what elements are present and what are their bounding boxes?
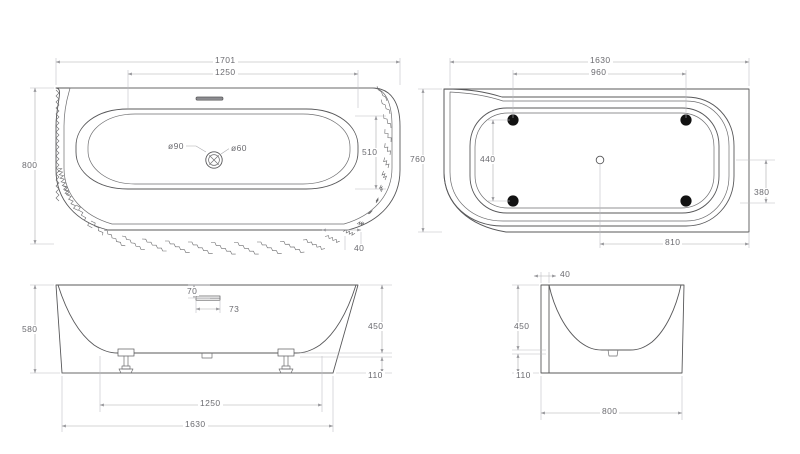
dim-label-1250-front: 1250: [198, 398, 223, 408]
dim-label-diam-90: ø90: [166, 141, 186, 151]
front-bowl-left-wall: [57, 284, 119, 354]
dim-label-960: 960: [589, 67, 609, 77]
dim-label-580: 580: [20, 324, 40, 334]
front-drain-notch: [201, 352, 213, 359]
dim-label-1701: 1701: [213, 55, 238, 65]
dim-top-1250: [127, 70, 359, 108]
overflow-slot: [195, 96, 224, 101]
dim-label-40-top: 40: [352, 243, 367, 253]
drain-cross-mark: [209, 155, 219, 165]
tub-bowl-opening: [75, 108, 359, 190]
tub-base-pan: [469, 107, 720, 214]
foot-bottom-left: [507, 195, 519, 207]
dim-label-450-side: 450: [512, 321, 532, 331]
dim-label-70: 70: [185, 286, 200, 296]
view-bottom-plan: [418, 58, 775, 248]
front-foot-right: [277, 348, 295, 374]
tub-base-pan-inner: [474, 112, 715, 209]
side-drain-notch: [607, 349, 619, 357]
front-bowl-right-wall: [295, 284, 357, 354]
tub-inner-rim: [63, 87, 393, 225]
dim-front-73: [195, 301, 221, 313]
dim-label-1630-plan: 1630: [588, 55, 613, 65]
view-side-elevation: [512, 272, 685, 420]
tub-bottom-shell-inner: [449, 91, 730, 222]
dim-label-800-side: 800: [600, 406, 620, 416]
front-foot-left: [117, 348, 135, 374]
tub-bottom-shell-curve: [443, 88, 735, 227]
dim-label-1250-top: 1250: [213, 67, 238, 77]
dim-label-110-side: 110: [514, 370, 533, 380]
side-bowl-right-wall: [629, 284, 682, 351]
view-front-elevation: [30, 284, 392, 432]
dim-label-450-front: 450: [366, 321, 386, 331]
dim-label-380: 380: [752, 187, 772, 197]
dim-label-40-side: 40: [558, 269, 573, 279]
dim-label-1630-front: 1630: [183, 419, 208, 429]
dim-bottom-plan-810: [599, 164, 750, 248]
dim-label-510: 510: [360, 147, 380, 157]
foot-bottom-right: [680, 195, 692, 207]
dim-label-73: 73: [227, 304, 242, 314]
drain-inner-circle: [208, 154, 220, 166]
dim-label-800-top: 800: [20, 160, 40, 170]
dim-label-diam-60: ø60: [229, 143, 249, 153]
dim-label-110-front: 110: [366, 370, 385, 380]
dim-side-450: [512, 284, 546, 351]
foot-top-right: [680, 114, 692, 126]
dim-bottom-plan-960: [512, 70, 687, 118]
side-bowl-left-wall: [548, 284, 603, 351]
tub-bowl-inner-line: [87, 113, 351, 185]
foot-top-left: [507, 114, 519, 126]
dim-front-450: [300, 284, 392, 354]
view-top-plan: [30, 58, 401, 255]
dim-label-440: 440: [478, 154, 498, 164]
dim-label-810: 810: [663, 237, 683, 247]
drain-leader-d90: [182, 145, 207, 153]
side-outer-outline: [540, 284, 685, 374]
dim-side-40: [533, 272, 557, 283]
dim-label-760: 760: [408, 154, 428, 164]
bottom-drain-circle: [595, 155, 605, 165]
